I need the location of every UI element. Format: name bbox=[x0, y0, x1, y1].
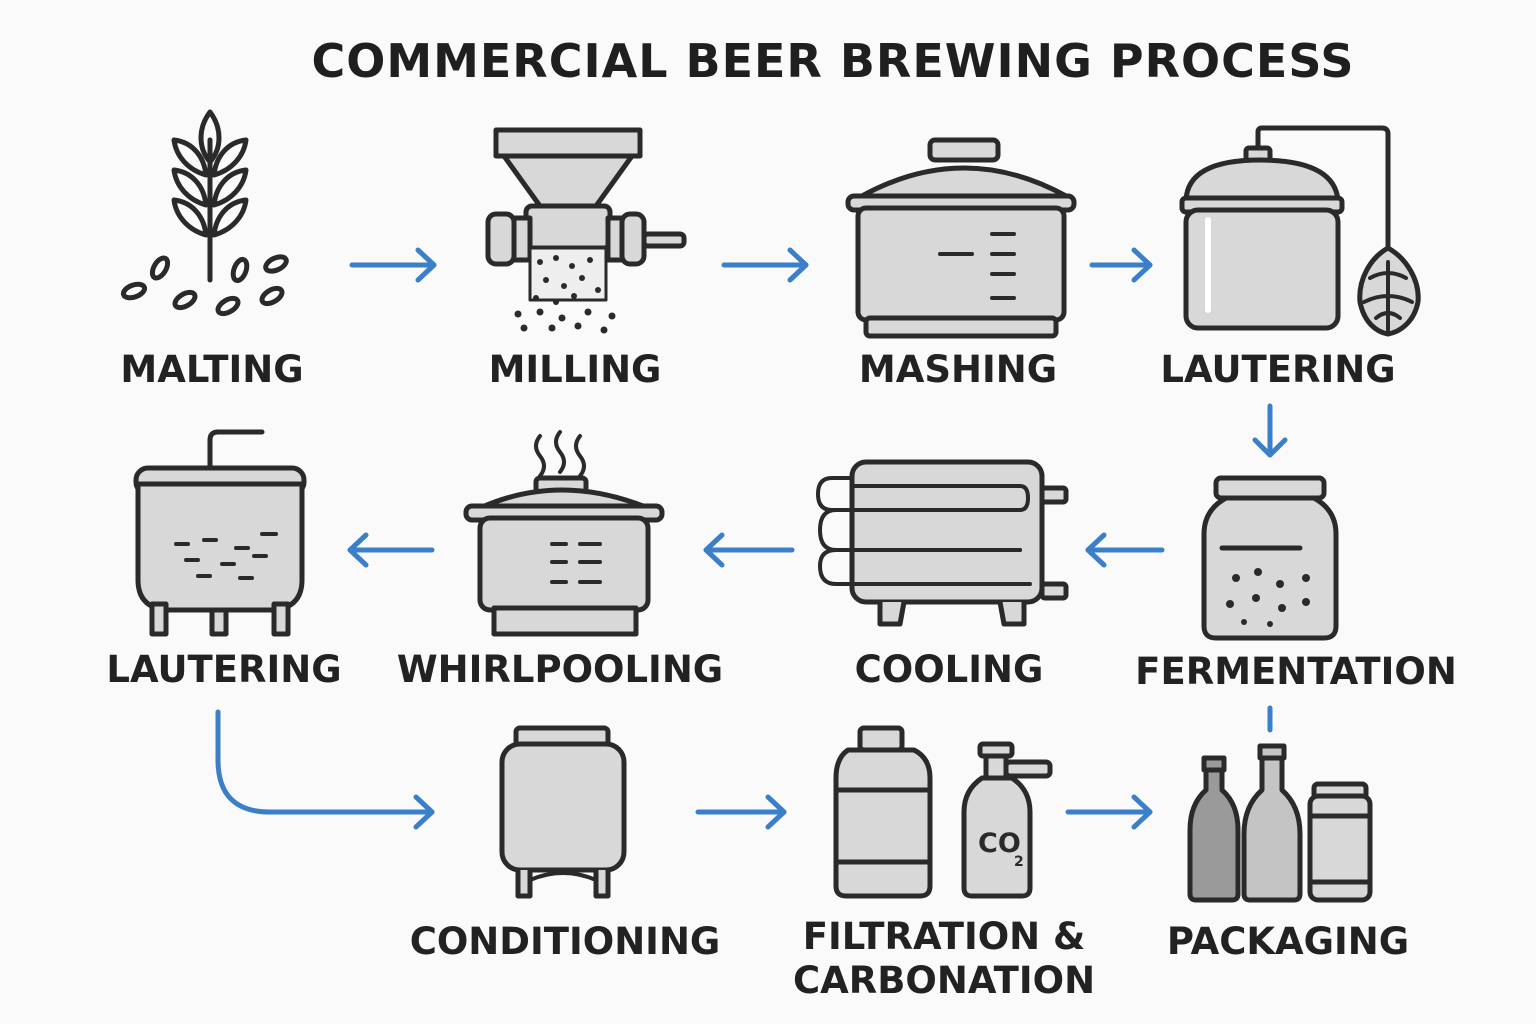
grain-mill-icon bbox=[485, 127, 687, 334]
bottles-can-icon bbox=[1187, 743, 1373, 903]
label-whirlpooling: WHIRLPOOLING bbox=[396, 648, 724, 691]
arrow-lautering-to-fermentation bbox=[1252, 403, 1288, 458]
arrow-filtration-to-packaging bbox=[1065, 794, 1153, 830]
arrow-mashing-to-lautering bbox=[1089, 247, 1153, 283]
arrow-conditioning-to-filtration bbox=[695, 794, 787, 830]
whirlpool-kettle-icon bbox=[463, 430, 665, 637]
arrow-milling-to-mashing bbox=[721, 247, 809, 283]
label-filtration-line2: CARBONATION bbox=[792, 959, 1096, 1002]
filter-co2-icon bbox=[833, 725, 1053, 899]
fermenter-icon bbox=[1201, 475, 1339, 641]
co2-subscript: 2 bbox=[1014, 854, 1024, 870]
heat-exchanger-icon bbox=[816, 459, 1069, 627]
label-mashing: MASHING bbox=[858, 348, 1058, 391]
conditioning-tank-icon bbox=[499, 725, 627, 899]
label-milling: MILLING bbox=[488, 348, 662, 391]
label-packaging: PACKAGING bbox=[1166, 920, 1410, 963]
lauter-vessel-icon bbox=[133, 429, 307, 637]
label-fermentation: FERMENTATION bbox=[1135, 650, 1457, 693]
co2-text: CO bbox=[978, 828, 1021, 859]
label-lautering-top: LAUTERING bbox=[1160, 348, 1396, 391]
label-malting: MALTING bbox=[120, 348, 304, 391]
label-filtration-line1: FILTRATION & bbox=[802, 915, 1086, 958]
arrow-cooling-to-whirlpooling bbox=[703, 532, 795, 568]
arrow-lautering-to-conditioning bbox=[215, 709, 435, 830]
mash-tun-icon bbox=[845, 137, 1077, 339]
wheat-icon bbox=[120, 109, 289, 317]
arrow-fermentation-to-cooling bbox=[1085, 532, 1165, 568]
page-title: COMMERCIAL BEER BREWING PROCESS bbox=[311, 34, 1355, 88]
lauter-tun-hops-icon bbox=[1179, 125, 1421, 337]
label-cooling: COOLING bbox=[854, 648, 1044, 691]
label-conditioning: CONDITIONING bbox=[409, 920, 721, 963]
label-lautering-bottom: LAUTERING bbox=[106, 648, 342, 691]
label-filtration-carbonation: FILTRATION & CARBONATION bbox=[793, 915, 1095, 1003]
arrow-whirlpooling-to-lautering bbox=[347, 532, 435, 568]
arrow-malting-to-milling bbox=[349, 247, 437, 283]
